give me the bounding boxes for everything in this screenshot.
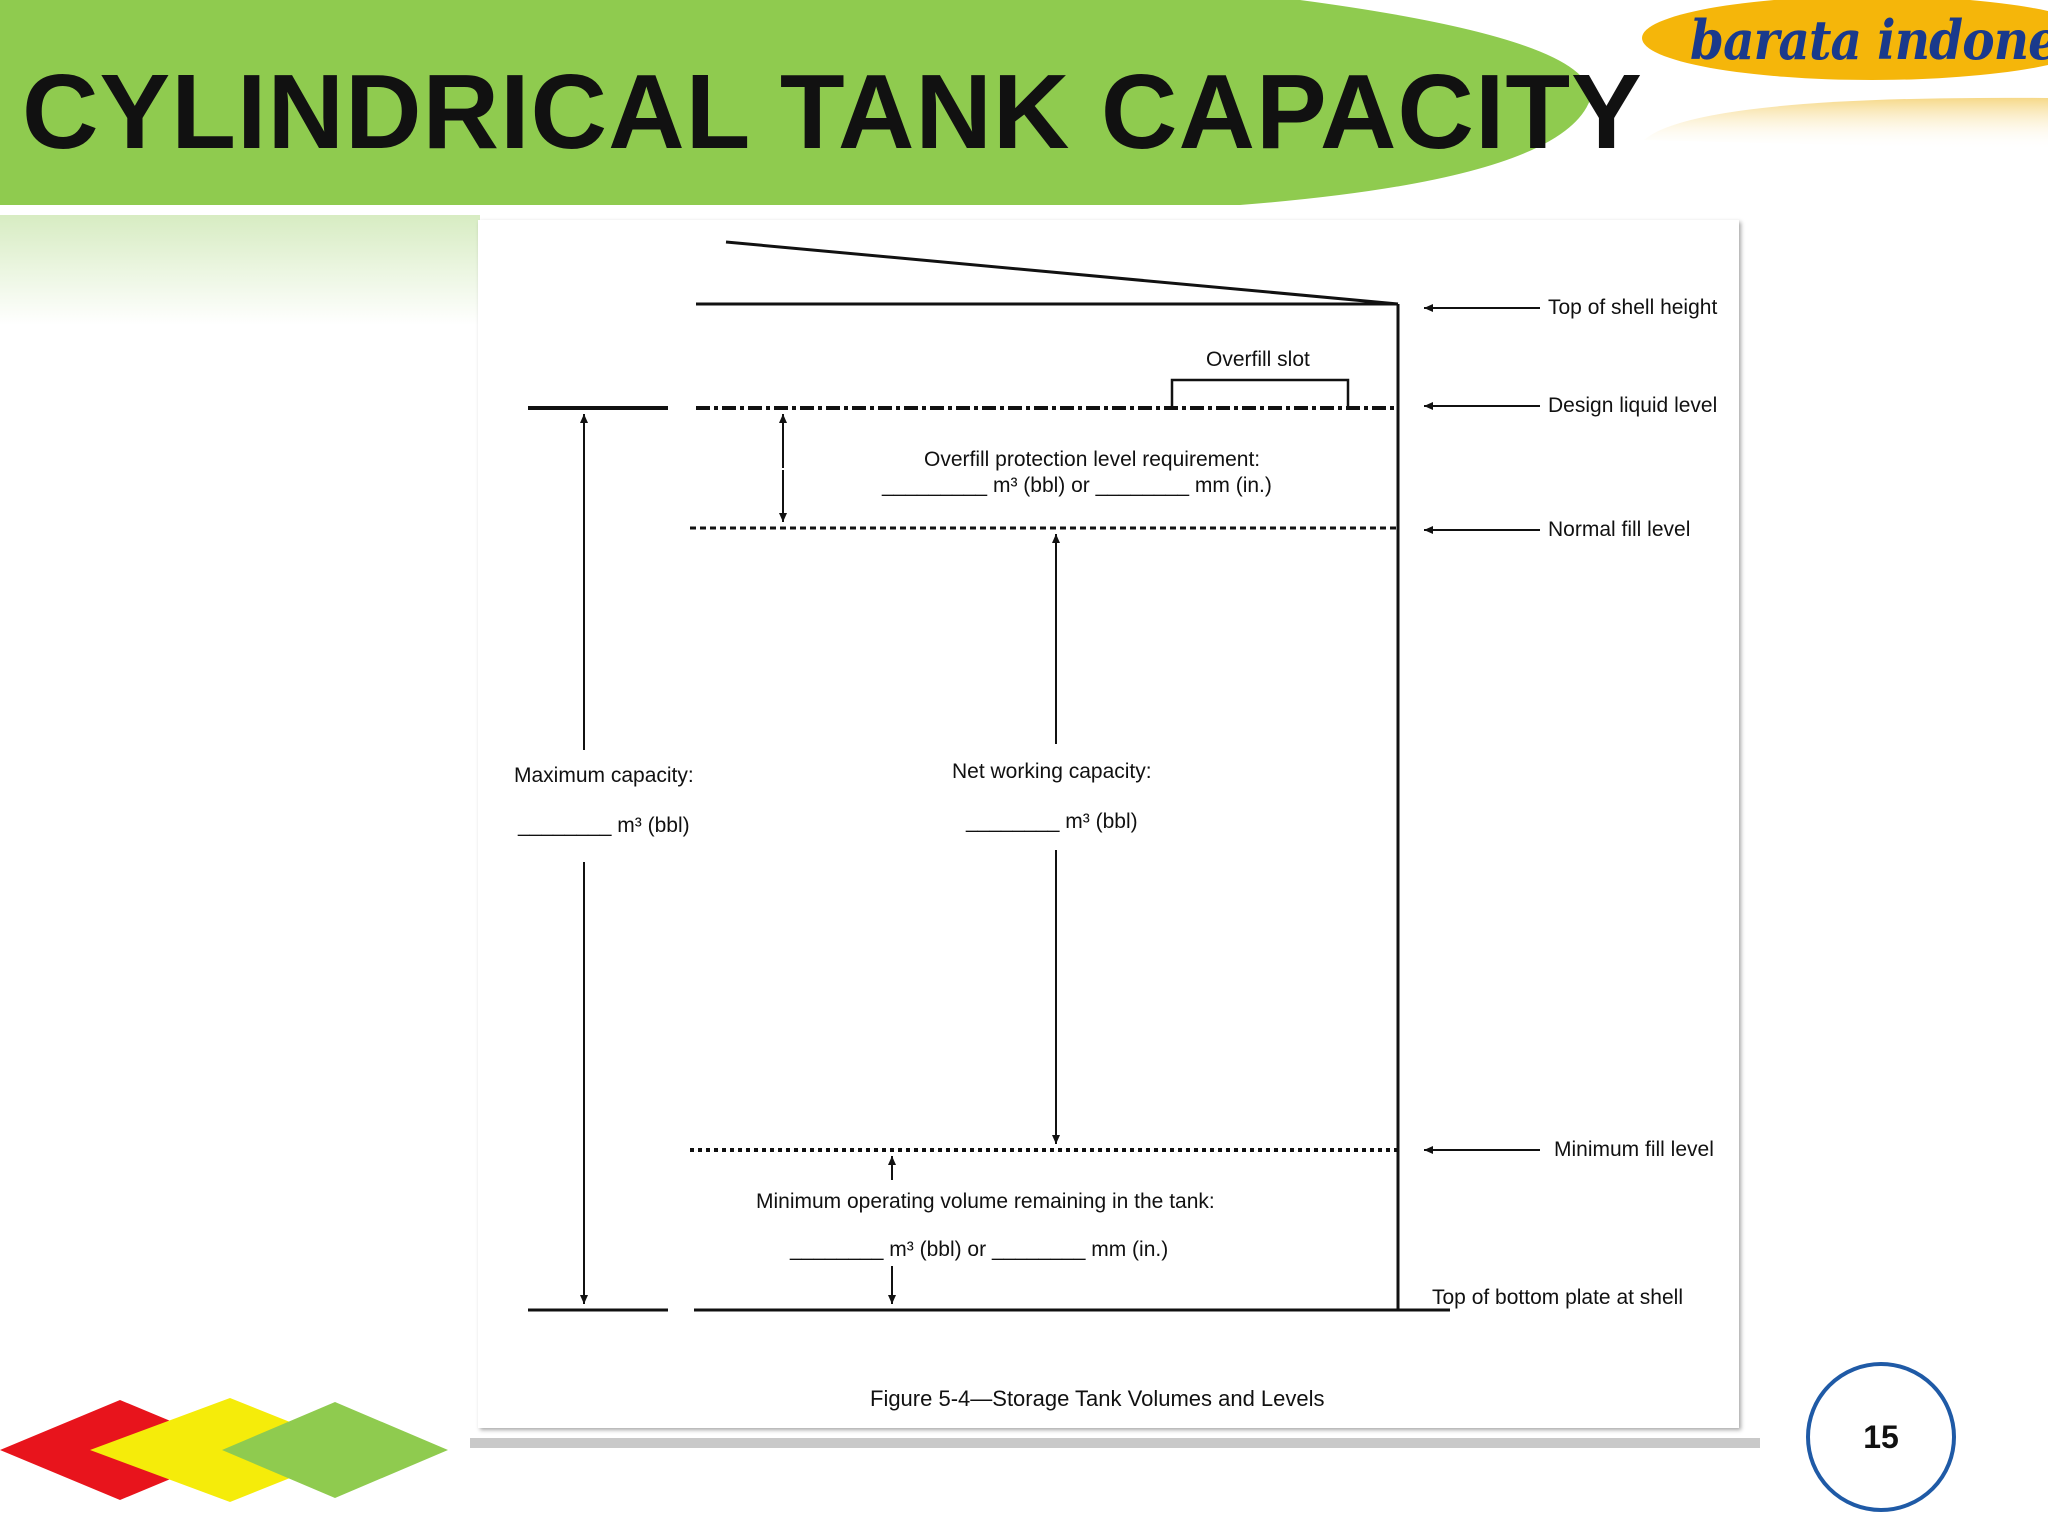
page-number-badge: 15: [1806, 1362, 1956, 1512]
label-min-fill: Minimum fill level: [1554, 1138, 1714, 1161]
label-bottom-plate: Top of bottom plate at shell: [1432, 1286, 1683, 1309]
slide-title: CYLINDRICAL TANK CAPACITY: [22, 53, 1643, 171]
title-banner: [0, 0, 1591, 205]
label-design-liquid: Design liquid level: [1548, 394, 1718, 417]
label-max-cap-2: ________ m³ (bbl): [518, 814, 690, 837]
logo-wordmark: barata indonesia: [1690, 8, 2048, 72]
label-min-op-2: ________ m³ (bbl) or ________ mm (in.): [790, 1238, 1169, 1261]
label-net-cap-1: Net working capacity:: [952, 760, 1152, 783]
label-top-of-shell: Top of shell height: [1548, 296, 1718, 319]
label-normal-fill: Normal fill level: [1548, 518, 1691, 541]
tank-diagram: Top of shell height Overfill slot Design…: [478, 220, 1739, 1428]
footer-rule: [470, 1438, 1760, 1448]
label-max-cap-1: Maximum capacity:: [514, 764, 694, 787]
decorative-diamonds: [0, 1398, 460, 1536]
label-min-op-1: Minimum operating volume remaining in th…: [756, 1190, 1215, 1213]
label-overfill-req-1: Overfill protection level requirement:: [924, 448, 1261, 471]
label-net-cap-2: ________ m³ (bbl): [966, 810, 1138, 833]
tank-diagram-lines: [528, 240, 1540, 1312]
barata-logo: [1642, 0, 2048, 150]
banner-fade: [0, 215, 480, 325]
page-number: 15: [1863, 1418, 1899, 1455]
label-overfill-slot: Overfill slot: [1206, 348, 1310, 371]
figure-caption: Figure 5-4—Storage Tank Volumes and Leve…: [870, 1386, 1325, 1411]
roof-line: [725, 240, 1399, 306]
label-overfill-req-2: _________ m³ (bbl) or ________ mm (in.): [882, 474, 1272, 497]
overfill-slot-bracket: [1170, 378, 1350, 408]
